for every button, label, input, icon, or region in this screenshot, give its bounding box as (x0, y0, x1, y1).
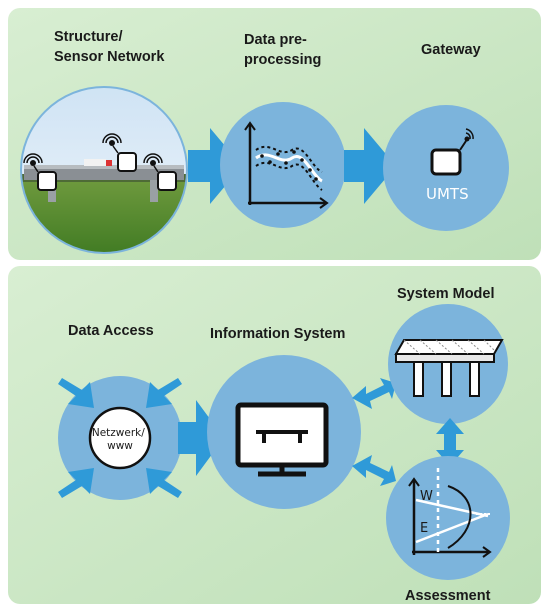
gateway-device-icon (430, 128, 474, 176)
data-access-title: Data Access (68, 323, 154, 339)
information-system-title: Information System (210, 326, 345, 342)
system-model-title: System Model (397, 286, 495, 302)
assessment-chart-icon (408, 468, 492, 558)
network-node (88, 406, 152, 470)
data-points (260, 150, 318, 181)
gateway-umts-label: UMTS (426, 185, 469, 203)
assessment-label-e: E (420, 521, 428, 536)
preprocessing-title: Data pre- processing (244, 32, 321, 68)
arrow-infosystem-system-model (352, 378, 396, 409)
sensor-node-left (23, 153, 57, 191)
arrow-structure-to-preprocessing (188, 128, 242, 204)
gateway-title: Gateway (421, 42, 481, 58)
arrow-model-assessment (436, 418, 464, 466)
structure-title: Structure/ Sensor Network (54, 29, 165, 65)
assessment-title: Assessment (405, 588, 491, 604)
arrow-access-to-information-system (178, 400, 224, 476)
preprocessing-circle (220, 102, 346, 228)
sensor-node-right (143, 153, 177, 191)
arrow-preprocessing-to-gateway (344, 128, 396, 204)
noise-filter-chart-icon (244, 121, 329, 209)
assessment-circle (386, 456, 510, 580)
monitor-icon (235, 402, 329, 477)
assessment-label-w: W (420, 489, 433, 504)
network-label: Netzwerk/ www (92, 427, 148, 452)
arrow-infosystem-assessment (352, 455, 396, 486)
sensor-node-middle (102, 133, 137, 172)
inward-arrows (58, 378, 182, 498)
bridge-model-icon (394, 339, 504, 397)
